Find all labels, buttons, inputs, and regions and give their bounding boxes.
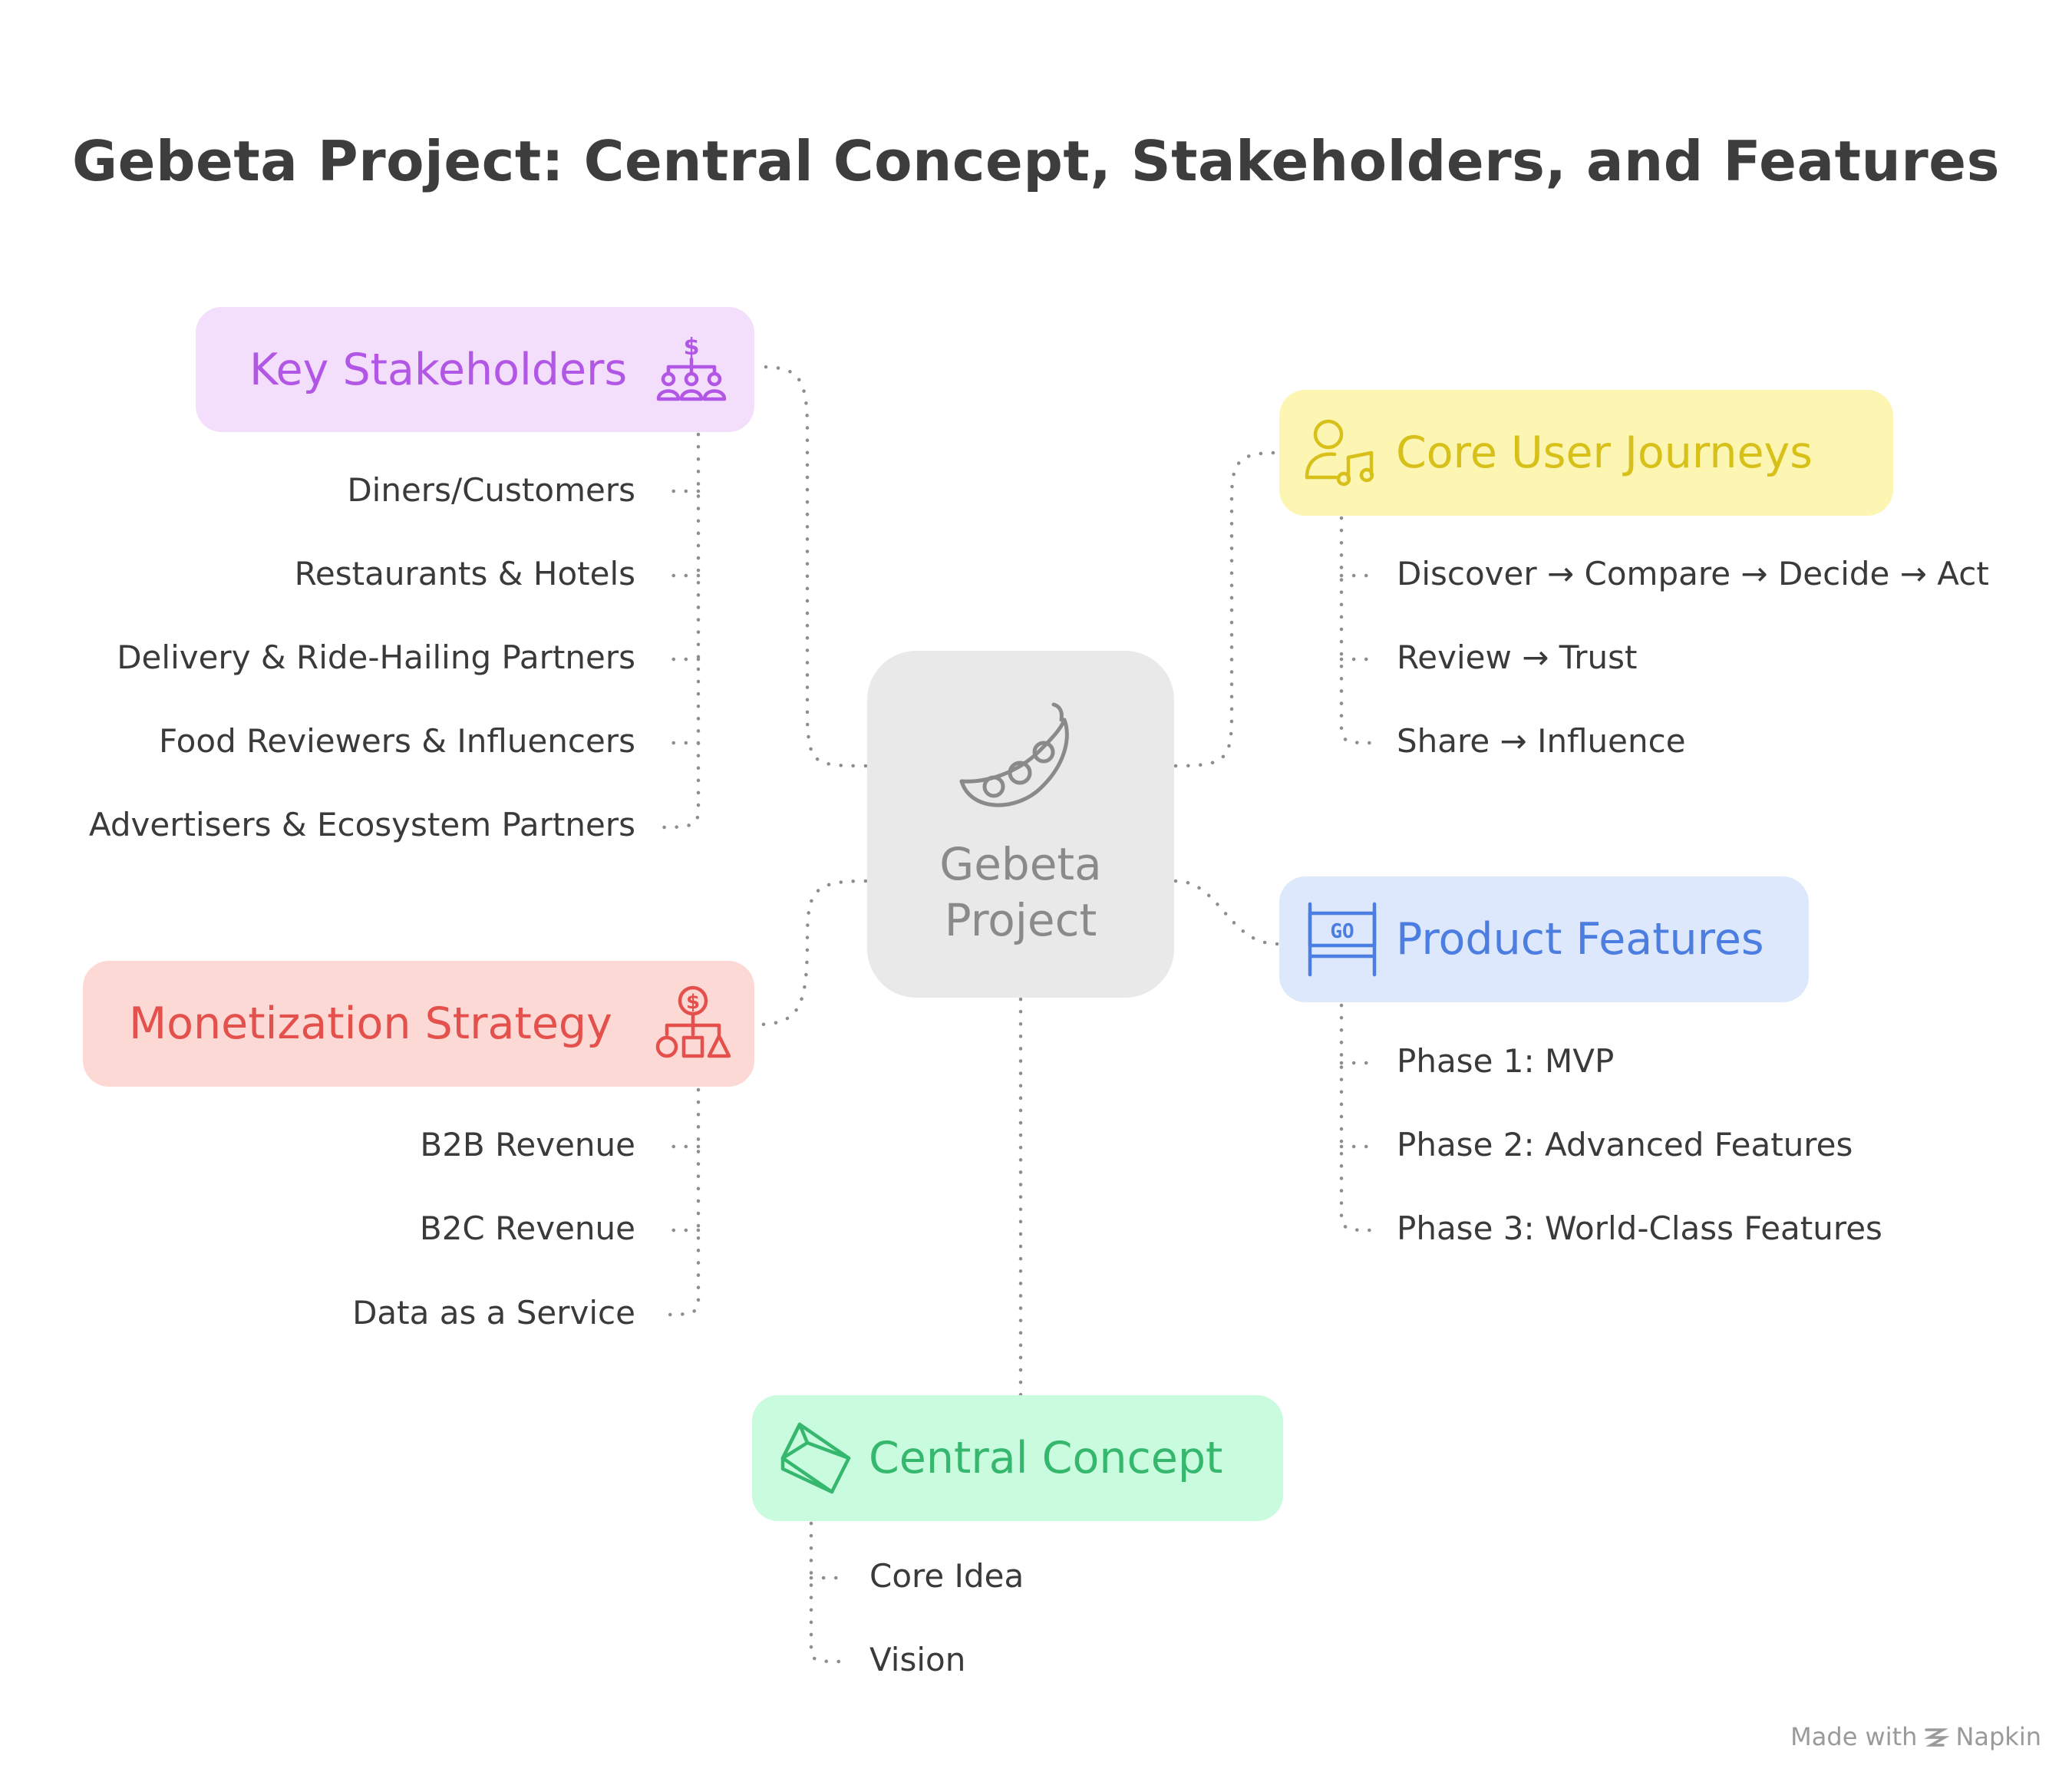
user-music-icon (1305, 419, 1374, 487)
node-key-stakeholders: Key Stakeholders $ (196, 307, 754, 432)
napkin-watermark: Made with Napkin (1790, 1722, 2041, 1751)
money-hierarchy-icon: $ (655, 985, 731, 1058)
feature-item: Phase 2: Advanced Features (1397, 1126, 1853, 1163)
center-node: Gebeta Project (867, 651, 1174, 998)
stakeholder-item: Restaurants & Hotels (294, 555, 635, 592)
made-with-text: Made with (1790, 1722, 1918, 1751)
journey-item: Review → Trust (1397, 639, 1638, 676)
connector-stakeholders (757, 365, 868, 768)
connector-journeys (1173, 450, 1280, 768)
monetization-item: B2C Revenue (419, 1209, 635, 1247)
node-label-monetization-strategy: Monetization Strategy (129, 998, 612, 1049)
node-label-core-user-journeys: Core User Journeys (1396, 427, 1813, 478)
feature-item: Phase 1: MVP (1397, 1042, 1615, 1080)
concept-item: Vision (869, 1641, 966, 1678)
journey-item: Share → Influence (1397, 722, 1686, 760)
monetization-item: Data as a Service (352, 1294, 635, 1332)
connector-monetization (754, 879, 868, 1027)
napkin-logo-icon (1924, 1728, 1950, 1747)
stakeholder-item: Advertisers & Ecosystem Partners (88, 806, 635, 843)
stakeholder-item: Diners/Customers (347, 471, 635, 509)
pea-pod-icon (959, 702, 1069, 807)
feature-item: Phase 3: World-Class Features (1397, 1209, 1882, 1247)
node-core-user-journeys: Core User Journeys (1279, 390, 1893, 516)
go-banner-icon: GO (1308, 902, 1377, 977)
org-chart-money-icon: $ (656, 334, 727, 401)
connector-features (1173, 879, 1280, 946)
diagram-title: Gebeta Project: Central Concept, Stakeho… (72, 129, 2000, 193)
center-label-line1: Gebeta (939, 838, 1102, 890)
cube-tag-icon (780, 1422, 851, 1494)
node-label-key-stakeholders: Key Stakeholders (249, 344, 628, 395)
stakeholder-item: Delivery & Ride-Hailing Partners (117, 639, 635, 676)
svg-text:$: $ (686, 991, 700, 1014)
node-product-features: GO Product Features (1279, 876, 1809, 1002)
napkin-brand-text: Napkin (1955, 1722, 2041, 1751)
node-label-central-concept: Central Concept (869, 1433, 1223, 1483)
center-label-line2: Project (944, 893, 1097, 946)
svg-text:$: $ (684, 334, 700, 361)
concept-item: Core Idea (869, 1557, 1024, 1595)
stakeholder-item: Food Reviewers & Influencers (159, 722, 635, 760)
center-label: Gebeta Project (867, 837, 1174, 948)
node-monetization-strategy: Monetization Strategy $ (83, 961, 754, 1087)
node-central-concept: Central Concept (752, 1395, 1283, 1521)
journey-item: Discover → Compare → Decide → Act (1397, 555, 1989, 592)
svg-text:GO: GO (1330, 920, 1354, 943)
node-label-product-features: Product Features (1396, 914, 1764, 965)
monetization-item: B2B Revenue (420, 1126, 635, 1163)
